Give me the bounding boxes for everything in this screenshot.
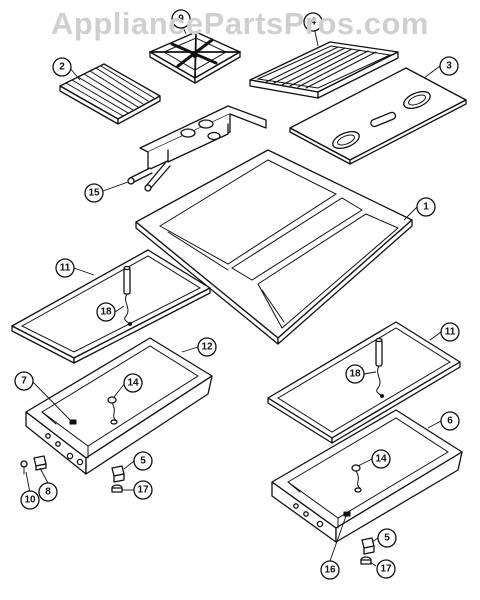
svg-text:11: 11 bbox=[60, 263, 71, 274]
drip-pan-cover-right bbox=[267, 321, 461, 444]
drip-pan-right bbox=[271, 409, 463, 543]
burner-tube bbox=[127, 105, 267, 192]
mounting-clip bbox=[33, 455, 47, 471]
callout-18-right: 18 bbox=[345, 364, 365, 384]
griddle-plate bbox=[249, 41, 399, 99]
callout-17-left: 17 bbox=[133, 480, 153, 500]
svg-text:14: 14 bbox=[127, 378, 139, 389]
callout-5-left: 5 bbox=[133, 451, 153, 471]
callout-4: 4 bbox=[303, 12, 323, 32]
callout-18-left: 18 bbox=[96, 302, 116, 322]
svg-text:17: 17 bbox=[137, 485, 149, 496]
callout-5-right: 5 bbox=[377, 528, 397, 548]
svg-text:8: 8 bbox=[45, 487, 51, 498]
callout-6: 6 bbox=[440, 411, 460, 431]
mounting-screw bbox=[20, 460, 28, 475]
svg-text:14: 14 bbox=[375, 454, 387, 465]
callout-9: 9 bbox=[171, 9, 191, 29]
receptacle-right bbox=[361, 537, 375, 555]
terminal-nut-left bbox=[111, 484, 123, 493]
svg-text:3: 3 bbox=[446, 61, 452, 72]
callout-10: 10 bbox=[20, 490, 40, 510]
svg-text:10: 10 bbox=[24, 495, 36, 506]
callout-16: 16 bbox=[320, 560, 340, 580]
svg-text:5: 5 bbox=[140, 456, 146, 467]
heating-element-probe-left bbox=[123, 265, 132, 326]
svg-text:6: 6 bbox=[447, 416, 453, 427]
drip-pan-left bbox=[25, 337, 213, 475]
svg-text:9: 9 bbox=[178, 14, 184, 25]
callout-14-left: 14 bbox=[123, 373, 143, 393]
callout-11-right: 11 bbox=[440, 322, 460, 342]
svg-text:1: 1 bbox=[423, 202, 429, 213]
burner-grate bbox=[149, 31, 241, 84]
callout-3: 3 bbox=[439, 56, 459, 76]
svg-text:4: 4 bbox=[310, 17, 316, 28]
callout-15: 15 bbox=[84, 183, 104, 203]
heating-element-probe-right bbox=[375, 337, 384, 398]
grill-grate bbox=[59, 63, 161, 125]
callout-1: 1 bbox=[416, 197, 436, 217]
svg-text:5: 5 bbox=[384, 533, 390, 544]
cooktop-main-tray bbox=[135, 149, 413, 345]
receptacle-left bbox=[111, 465, 125, 483]
leader-lines bbox=[25, 21, 442, 567]
callout-12: 12 bbox=[197, 337, 217, 357]
callout-11-left: 11 bbox=[55, 258, 75, 278]
callout-2: 2 bbox=[52, 57, 72, 77]
svg-text:2: 2 bbox=[59, 62, 65, 73]
callout-7: 7 bbox=[14, 371, 34, 391]
svg-text:18: 18 bbox=[100, 307, 112, 318]
callout-17-right: 17 bbox=[376, 559, 396, 579]
svg-text:7: 7 bbox=[21, 376, 27, 387]
burner-cover-plate bbox=[289, 67, 467, 165]
terminal-nut-right bbox=[360, 556, 372, 565]
svg-text:16: 16 bbox=[324, 565, 336, 576]
svg-text:15: 15 bbox=[88, 188, 100, 199]
svg-text:11: 11 bbox=[445, 327, 456, 338]
callout-14-right: 14 bbox=[371, 449, 391, 469]
svg-text:18: 18 bbox=[349, 369, 361, 380]
callout-8: 8 bbox=[38, 482, 58, 502]
svg-text:12: 12 bbox=[201, 342, 213, 353]
svg-text:17: 17 bbox=[380, 564, 392, 575]
